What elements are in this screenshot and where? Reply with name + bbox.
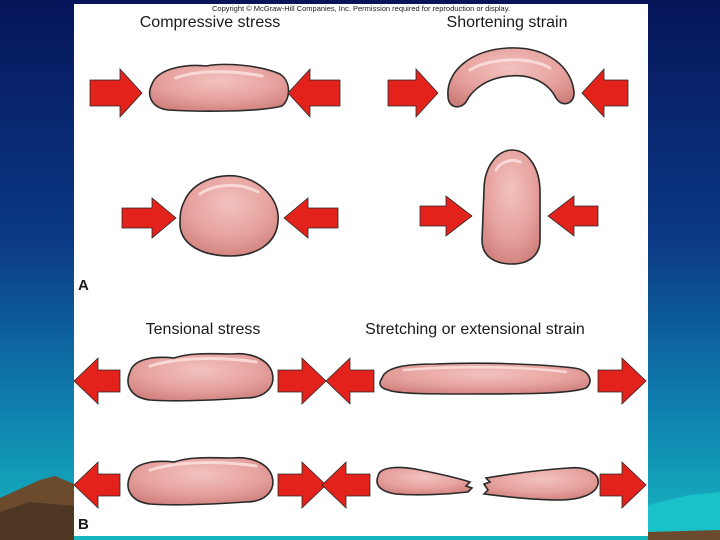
tensional-stress-row-2 (73, 456, 327, 509)
outward-arrow-right (597, 357, 647, 405)
inward-arrow-right (581, 67, 629, 119)
outward-arrow-left (73, 461, 121, 509)
inward-arrow-left (121, 197, 177, 239)
inward-arrow-right (283, 197, 339, 239)
compressive-stress-row-1 (89, 63, 341, 119)
outward-arrow-right (599, 461, 647, 509)
fractured-rock-left-piece (376, 466, 474, 496)
compressive-stress-title: Compressive stress (140, 14, 280, 31)
copyright-notice: Copyright © McGraw-Hill Companies, Inc. … (212, 4, 510, 13)
shortening-strain-row-2 (419, 149, 599, 265)
wavy-rock-slab (127, 456, 274, 506)
round-rock-body (179, 174, 279, 257)
tensional-stress-row-1 (73, 352, 327, 405)
outward-arrow-left (73, 357, 121, 405)
compressive-stress-row-2 (121, 174, 339, 257)
extensional-strain-title: Stretching or extensional strain (365, 321, 585, 338)
outward-arrow-right (277, 357, 327, 405)
outward-arrow-left (321, 461, 371, 509)
extensional-strain-row-2 (321, 461, 647, 509)
tensional-stress-title: Tensional stress (146, 321, 261, 338)
inward-arrow-right (287, 67, 341, 119)
inward-arrow-left (89, 67, 143, 119)
fractured-rock-right-piece (482, 466, 599, 501)
mountain-silhouette (0, 476, 720, 540)
outward-arrow-right (277, 461, 327, 509)
elongated-vertical-rock-body (481, 149, 541, 265)
panel-b-letter: B (78, 516, 89, 533)
inward-arrow-left (387, 67, 439, 119)
outward-arrow-left (325, 357, 375, 405)
inward-arrow-right (547, 195, 599, 237)
shortening-strain-row-1 (387, 47, 629, 119)
inward-arrow-left (419, 195, 473, 237)
shortening-strain-title: Shortening strain (447, 14, 568, 31)
buckled-rock-body (447, 47, 575, 108)
extensional-strain-row-1 (325, 357, 647, 405)
wavy-rock-slab (127, 352, 274, 402)
panel-a-letter: A (78, 277, 89, 294)
stretched-rock-slab (379, 362, 591, 395)
